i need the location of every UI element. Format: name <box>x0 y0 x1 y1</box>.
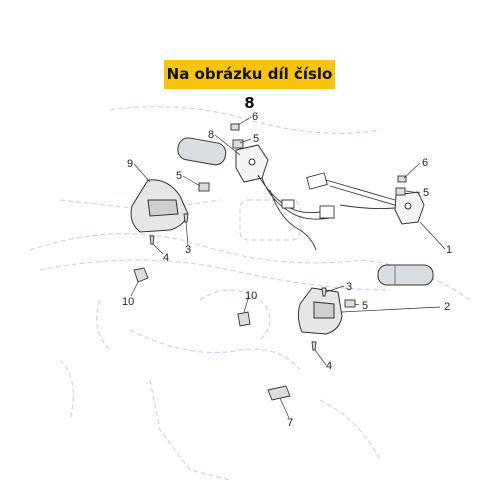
callout-4: 4 <box>326 360 332 372</box>
right-grip <box>377 264 434 286</box>
callout-5: 5 <box>253 133 259 145</box>
hand-guard-right <box>297 287 343 335</box>
callout-9: 9 <box>127 158 133 170</box>
callout-4: 4 <box>163 252 169 264</box>
callout-7: 7 <box>287 417 293 429</box>
leader-lines <box>130 116 446 419</box>
callout-5: 5 <box>423 187 429 199</box>
cable-harness <box>257 172 399 251</box>
callout-3: 3 <box>185 244 191 256</box>
callout-6: 6 <box>252 111 258 123</box>
callout-2: 2 <box>444 301 450 313</box>
right-switch-housing <box>394 191 425 225</box>
callout-1: 1 <box>446 244 452 256</box>
callout-5: 5 <box>362 300 368 312</box>
part-number-banner: Na obrázku díl číslo 8 <box>164 60 335 112</box>
callout-6: 6 <box>422 157 428 169</box>
callout-5: 5 <box>176 170 182 182</box>
callout-3: 3 <box>346 281 352 293</box>
callouts: 6 5 8 9 5 3 4 10 6 5 1 10 3 5 2 4 7 <box>122 111 452 429</box>
callout-10: 10 <box>122 296 134 308</box>
callout-8: 8 <box>208 129 214 141</box>
left-grip <box>177 137 227 166</box>
small-parts <box>133 123 407 401</box>
background-frame <box>29 106 471 481</box>
callout-10: 10 <box>245 290 257 302</box>
left-switch-housing <box>235 144 269 183</box>
hand-guard-left <box>130 179 189 233</box>
